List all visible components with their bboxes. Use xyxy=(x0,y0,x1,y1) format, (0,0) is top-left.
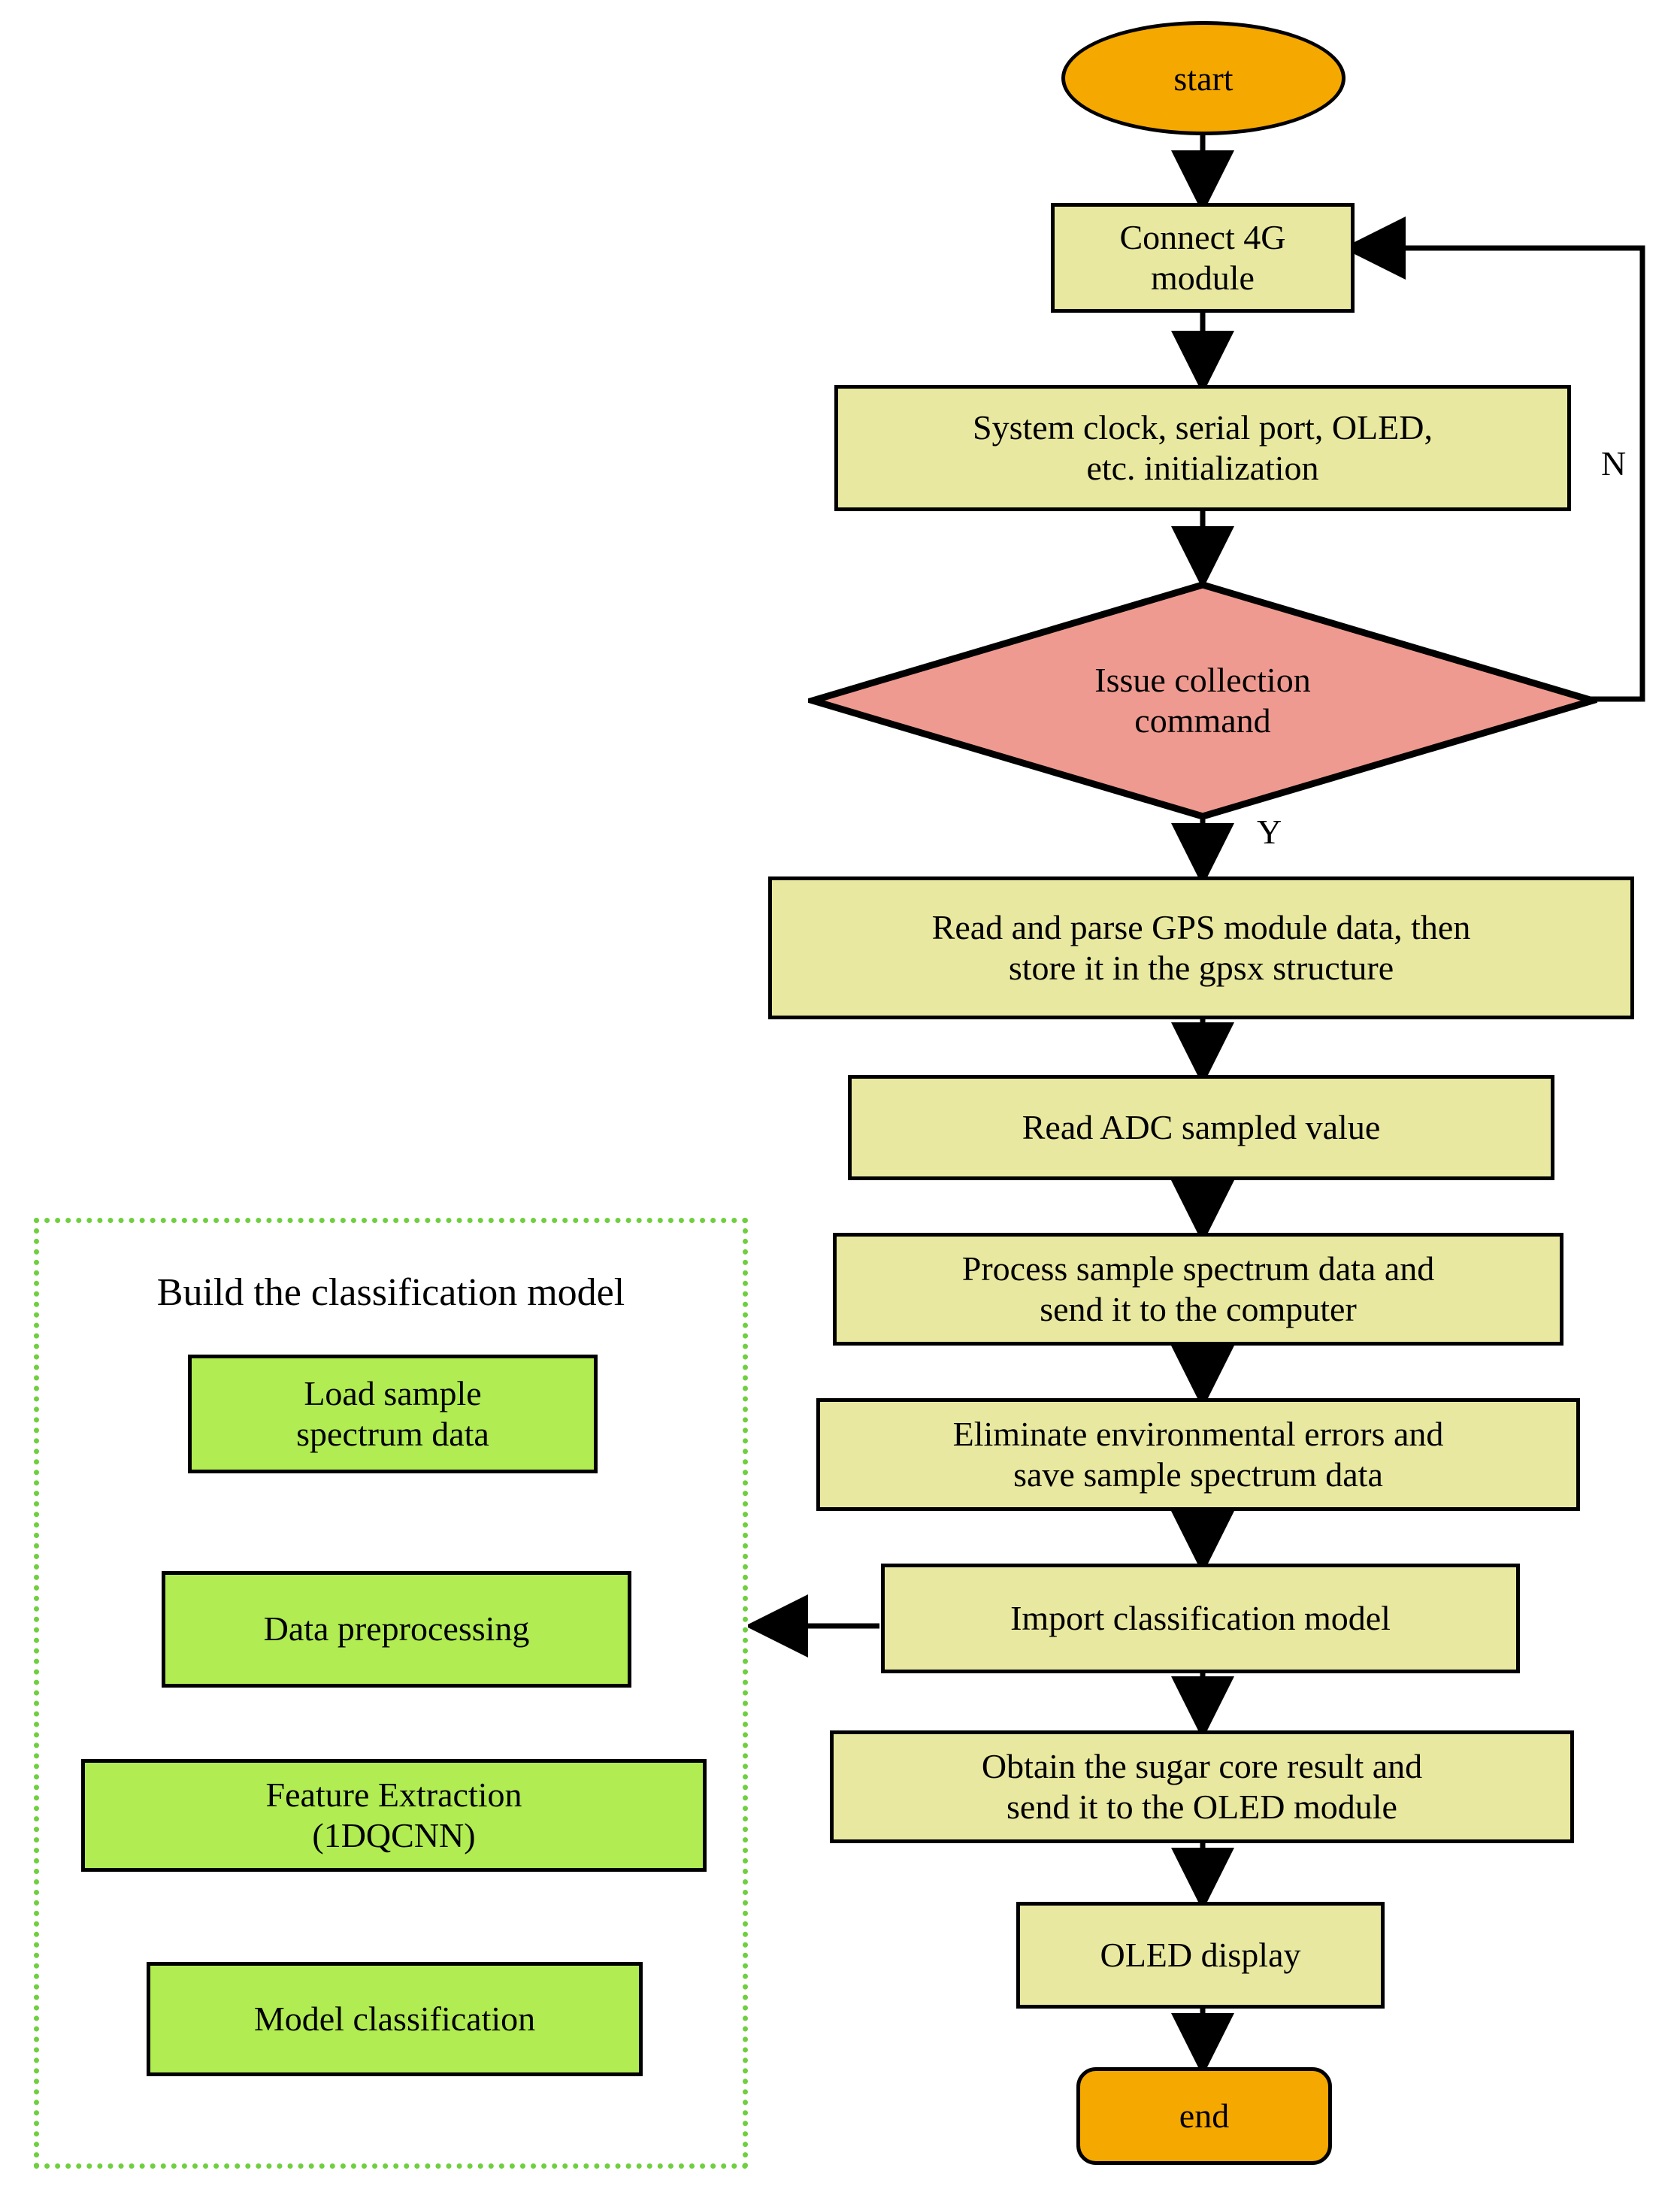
branch-label-yes: Y xyxy=(1257,813,1282,851)
node-read-parse-gps-label: Read and parse GPS module data, then sto… xyxy=(931,907,1471,987)
node-initialization-label: System clock, serial port, OLED, etc. in… xyxy=(973,407,1433,487)
node-eliminate-errors-label: Eliminate environmental errors and save … xyxy=(952,1414,1444,1494)
node-oled-display-label: OLED display xyxy=(1100,1935,1301,1974)
node-start-label: start xyxy=(1173,59,1234,98)
node-load-sample-spectrum-data-label: Load sample spectrum data xyxy=(296,1373,489,1453)
node-import-classification-model[interactable]: Import classification model xyxy=(881,1564,1520,1673)
node-read-adc[interactable]: Read ADC sampled value xyxy=(848,1075,1554,1180)
node-read-parse-gps[interactable]: Read and parse GPS module data, then sto… xyxy=(768,876,1634,1019)
node-feature-extraction[interactable]: Feature Extraction (1DQCNN) xyxy=(81,1759,707,1872)
branch-label-no: N xyxy=(1601,444,1627,483)
node-load-sample-spectrum-data[interactable]: Load sample spectrum data xyxy=(188,1355,598,1473)
node-process-sample-spectrum-label: Process sample spectrum data and send it… xyxy=(961,1249,1435,1328)
node-obtain-sugar-core-result-label: Obtain the sugar core result and send it… xyxy=(981,1746,1423,1826)
node-model-classification-label: Model classification xyxy=(253,1999,536,2038)
node-issue-collection-command[interactable]: Issue collection command xyxy=(808,580,1597,821)
node-connect-4g-module-label: Connect 4G module xyxy=(1119,217,1286,297)
node-eliminate-errors[interactable]: Eliminate environmental errors and save … xyxy=(816,1398,1580,1511)
model-group-title: Build the classification model xyxy=(156,1271,625,1314)
node-start[interactable]: start xyxy=(1061,21,1346,135)
node-connect-4g-module[interactable]: Connect 4G module xyxy=(1051,203,1355,313)
node-end-label: end xyxy=(1179,2096,1230,2135)
node-model-classification[interactable]: Model classification xyxy=(147,1962,643,2076)
node-process-sample-spectrum[interactable]: Process sample spectrum data and send it… xyxy=(833,1233,1563,1346)
node-feature-extraction-label: Feature Extraction (1DQCNN) xyxy=(265,1775,522,1854)
node-end[interactable]: end xyxy=(1076,2067,1332,2165)
node-data-preprocessing-label: Data preprocessing xyxy=(263,1609,530,1648)
node-oled-display[interactable]: OLED display xyxy=(1016,1902,1385,2009)
node-obtain-sugar-core-result[interactable]: Obtain the sugar core result and send it… xyxy=(830,1730,1574,1843)
node-data-preprocessing[interactable]: Data preprocessing xyxy=(162,1571,631,1688)
node-initialization[interactable]: System clock, serial port, OLED, etc. in… xyxy=(834,385,1571,511)
node-read-adc-label: Read ADC sampled value xyxy=(1022,1107,1381,1146)
node-import-classification-model-label: Import classification model xyxy=(1010,1598,1391,1637)
